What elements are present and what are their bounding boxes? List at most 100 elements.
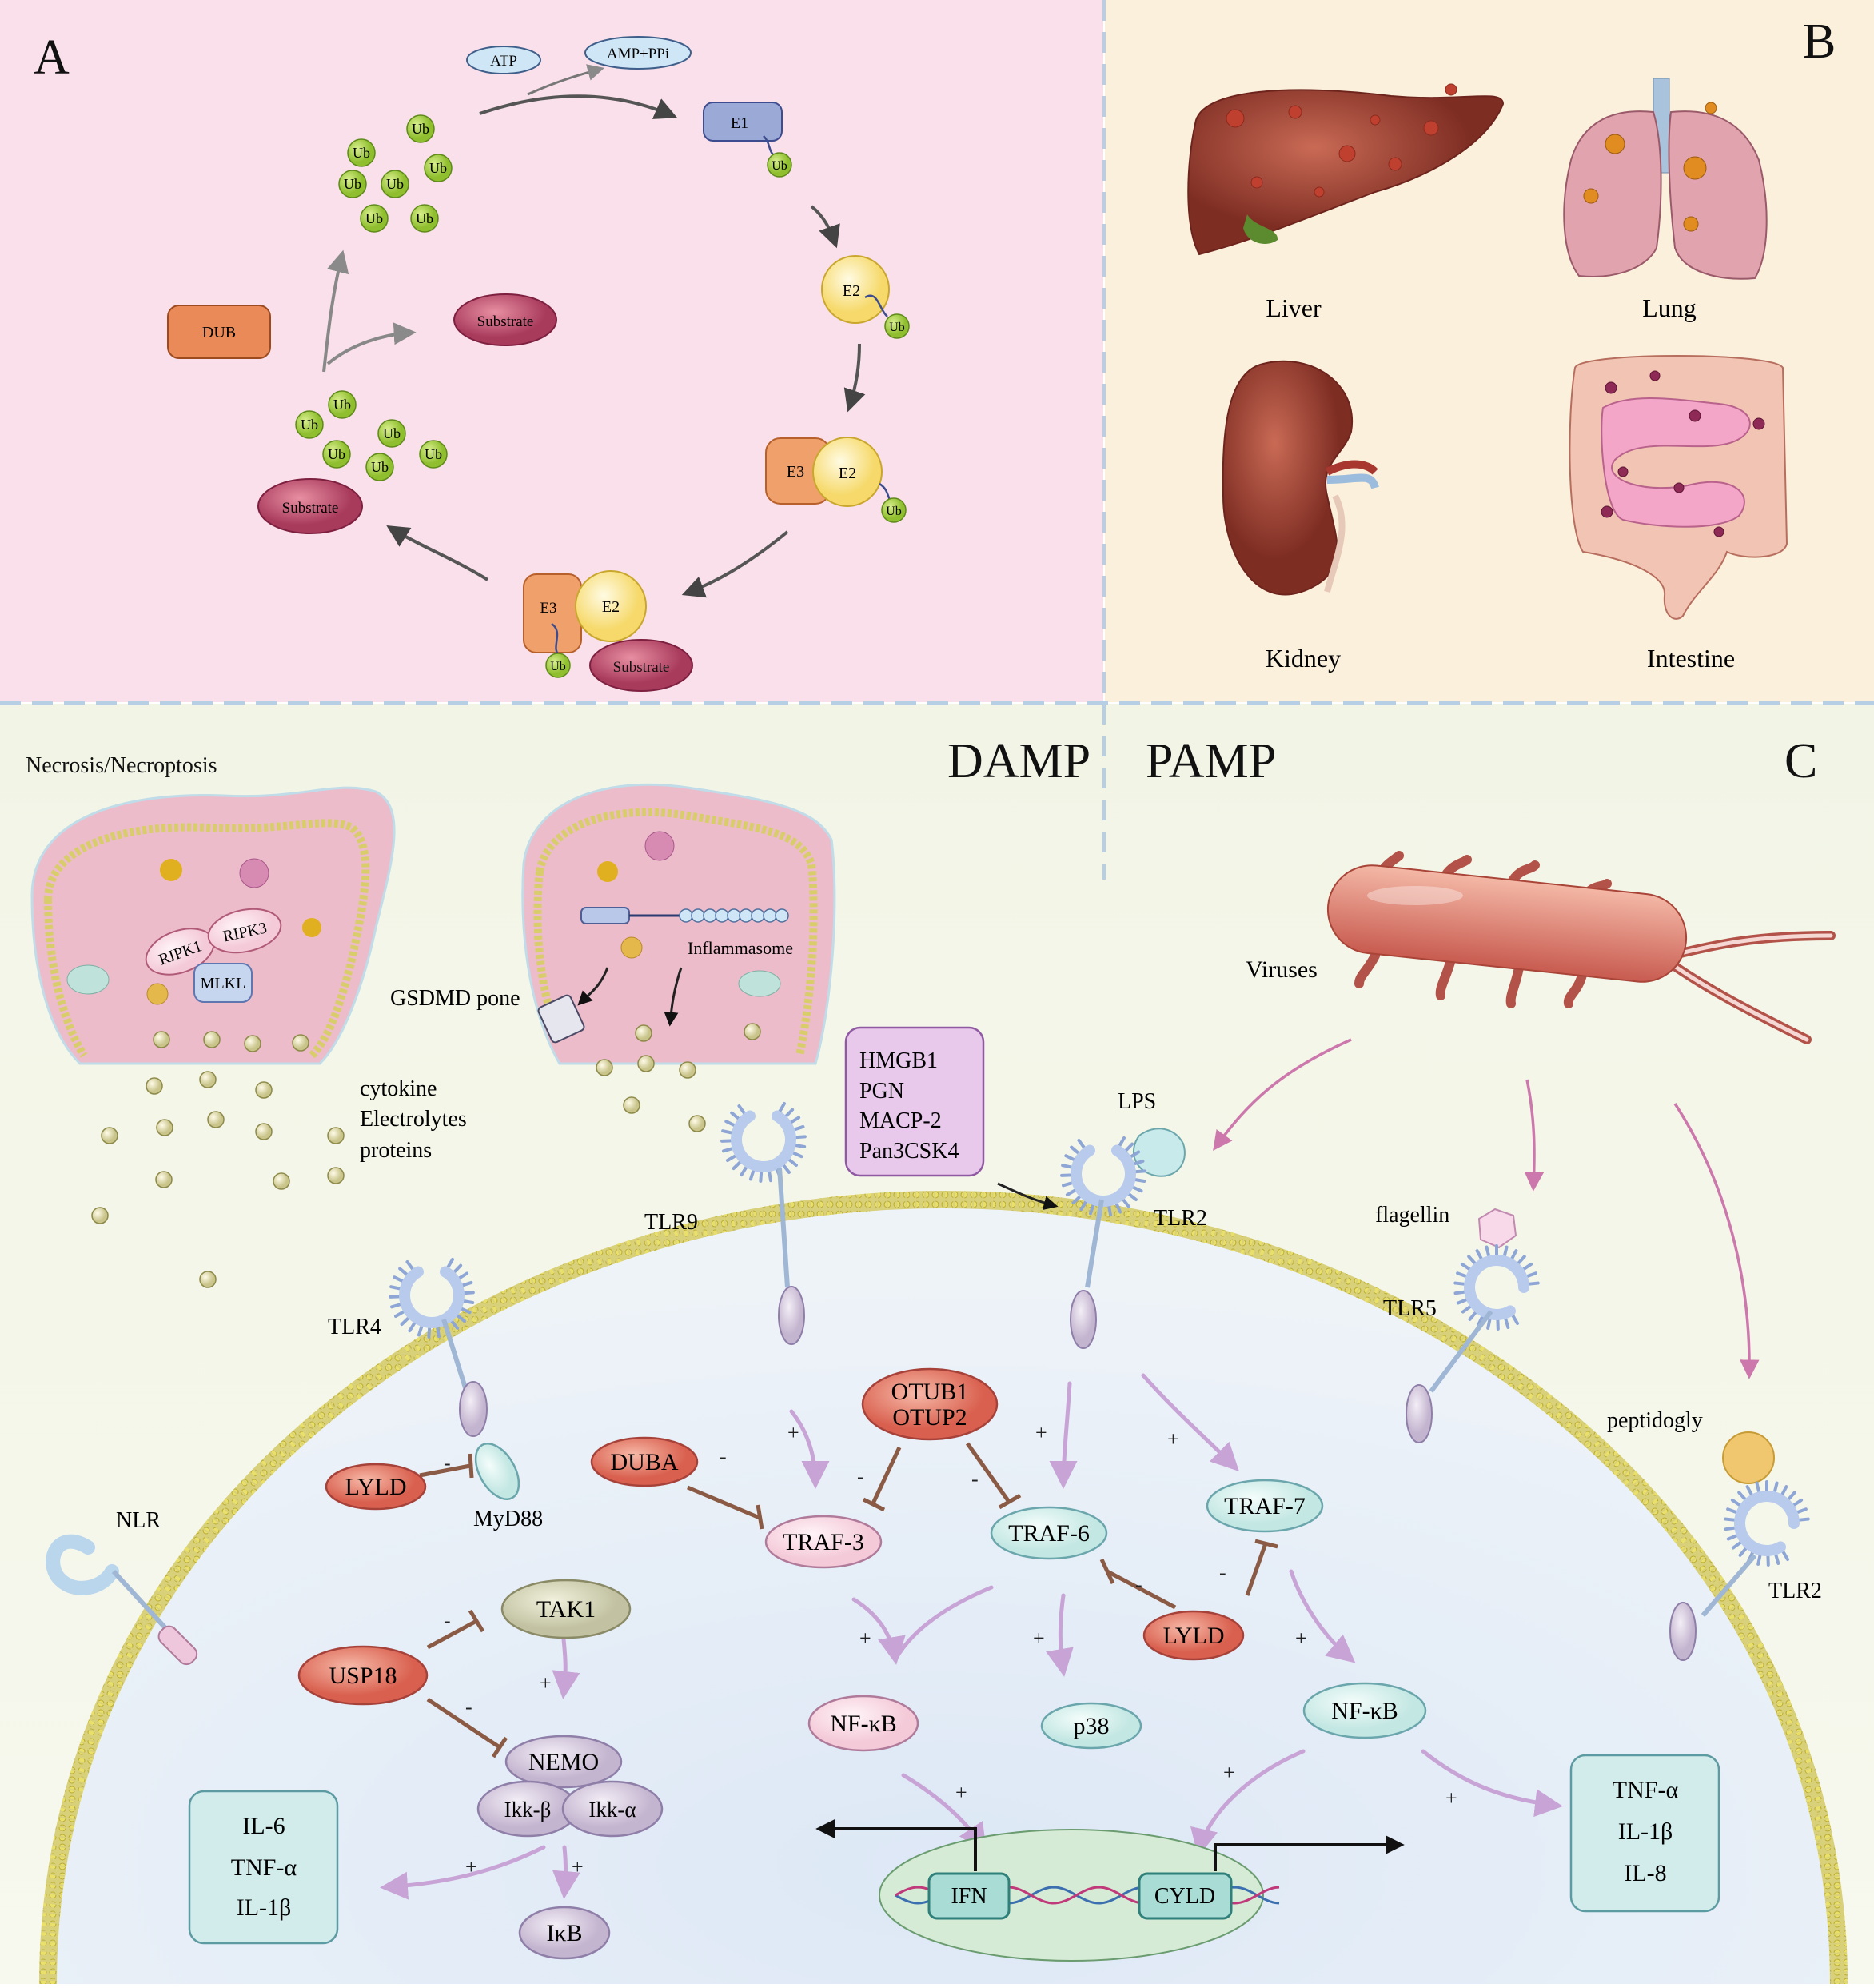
e2-enzyme xyxy=(575,570,647,642)
arrow-dub-release-substrate xyxy=(326,322,417,365)
ub-on-e1 xyxy=(767,152,792,178)
liver-illustration xyxy=(1187,83,1505,256)
e2-label: E2 xyxy=(602,598,620,616)
ub-label: Ub xyxy=(383,425,401,441)
tlr2b-receptor xyxy=(1669,1480,1810,1661)
cytokine-box-left xyxy=(188,1790,339,1945)
lung-illustration xyxy=(1563,78,1768,280)
peptidoglycan-label: peptidogly xyxy=(1607,1408,1703,1433)
node-label: Ikk-α xyxy=(588,1798,636,1822)
flagellin-label: flagellin xyxy=(1375,1203,1449,1228)
arrow-virus-to-lps xyxy=(1213,1038,1352,1151)
released-vesicle xyxy=(207,1111,225,1128)
arrow-traf3-to-nfkb xyxy=(851,1597,906,1665)
plus-sign: + xyxy=(1035,1421,1047,1444)
duba-node xyxy=(590,1436,699,1487)
node-label: TRAF-6 xyxy=(1008,1520,1090,1547)
ub-on-e3-e2 xyxy=(881,497,907,523)
ub-label: Ub xyxy=(333,397,351,413)
p38-node xyxy=(1040,1702,1142,1750)
receptors xyxy=(46,1101,1810,1666)
released-vesicle xyxy=(244,1035,261,1052)
released-vesicle xyxy=(101,1127,118,1144)
inhibit-usp18-tak1 xyxy=(426,1619,478,1650)
ub-label: Ub xyxy=(371,459,389,475)
minus-sign: - xyxy=(971,1467,979,1491)
damp-ligand: HMGB1 xyxy=(859,1048,938,1073)
node-label: TRAF-3 xyxy=(783,1529,864,1555)
plus-sign: + xyxy=(955,1781,967,1804)
ub-label: Ub xyxy=(412,121,429,137)
minus-sign: - xyxy=(1219,1561,1226,1584)
cytokine: TNF-α xyxy=(231,1854,297,1881)
cell-membrane-lipids xyxy=(39,1190,1848,1985)
released-vesicle xyxy=(327,1167,345,1184)
ub-molecule xyxy=(322,440,351,469)
e3-label: E3 xyxy=(540,600,556,617)
ub-label: Ub xyxy=(889,321,905,334)
panel-c-letter: C xyxy=(1784,734,1817,788)
released-vesicle xyxy=(637,1055,655,1072)
damp-ligand-box xyxy=(844,1026,985,1177)
released-vesicle xyxy=(327,1127,345,1144)
damp-ligand: PGN xyxy=(859,1079,904,1104)
amp-ppi-ellipse xyxy=(584,36,692,70)
nfkb-node xyxy=(807,1695,919,1752)
inhibit-usp18-nemo xyxy=(426,1697,501,1750)
inhibit-lyld-myd88 xyxy=(419,1463,471,1478)
plus-sign: + xyxy=(1295,1627,1307,1650)
released-vesicle xyxy=(688,1115,706,1132)
complex-ub-link xyxy=(551,622,560,655)
arrow-traf7-to-nfkb xyxy=(1289,1569,1356,1663)
released-vesicle xyxy=(679,1061,696,1079)
arrow-tak1-to-nemo xyxy=(552,1637,580,1699)
arrow-virus-to-flagellin xyxy=(1524,1079,1545,1192)
ub-label: Ub xyxy=(365,210,383,226)
signaling-panel: DAMP PAMP C Necrosis/Necroptosis RIPK1 R… xyxy=(26,734,1848,1985)
ub-on-complex xyxy=(545,653,571,678)
released-vesicle xyxy=(744,1023,761,1040)
plus-sign: + xyxy=(787,1421,799,1444)
minus-sign: - xyxy=(857,1465,864,1488)
released-vesicle xyxy=(203,1031,221,1048)
node-label: TRAF-7 xyxy=(1224,1493,1306,1519)
arrow-ikk-to-cytokines xyxy=(380,1845,546,1900)
damp-ligand: Pan3CSK4 xyxy=(859,1139,959,1164)
released-vesicle xyxy=(255,1123,273,1140)
released-vesicle xyxy=(255,1081,273,1099)
e2-label: E2 xyxy=(843,282,860,300)
node-label: LYLD xyxy=(345,1474,407,1500)
arrow-nfkb-to-cytokines xyxy=(1421,1749,1563,1818)
intestine-illustration xyxy=(1569,355,1788,620)
tlr2-label: TLR2 xyxy=(1768,1579,1822,1603)
organ-panel: B Liver Lung Kidney Intest xyxy=(1187,14,1836,673)
cytokine: IL-1β xyxy=(237,1894,292,1921)
arrow-traf6-to-nfkb xyxy=(893,1585,994,1662)
ub-label: Ub xyxy=(386,176,404,192)
ub-molecule xyxy=(410,204,439,233)
cyld-gene xyxy=(1138,1872,1233,1920)
substrate-label: Substrate xyxy=(477,313,534,330)
myd88-node xyxy=(474,1443,520,1500)
ub-label: Ub xyxy=(416,210,433,226)
organ-label-intestine: Intestine xyxy=(1647,644,1735,673)
node-label: USP18 xyxy=(329,1663,397,1689)
dub-enzyme xyxy=(167,305,271,359)
amp-ppi-label: AMP+PPi xyxy=(607,46,669,62)
flagellin-molecule xyxy=(1477,1208,1517,1249)
traf7-node xyxy=(1206,1479,1324,1533)
ub-label: Ub xyxy=(550,660,566,673)
arrow-traf6-to-p38 xyxy=(1046,1593,1074,1677)
tlr4-receptor xyxy=(389,1257,488,1437)
cyld-label: CYLD xyxy=(1154,1884,1215,1909)
arrow-ikk-to-ikb xyxy=(552,1845,580,1899)
plus-sign: + xyxy=(1223,1761,1235,1784)
ubiquitinated-substrate xyxy=(257,478,363,534)
nfkb-node xyxy=(1302,1682,1427,1739)
ub-molecule xyxy=(377,419,406,448)
cytokine: IL-8 xyxy=(1624,1860,1666,1886)
panel-a-letter: A xyxy=(34,30,70,85)
released-vesicle xyxy=(199,1271,217,1288)
